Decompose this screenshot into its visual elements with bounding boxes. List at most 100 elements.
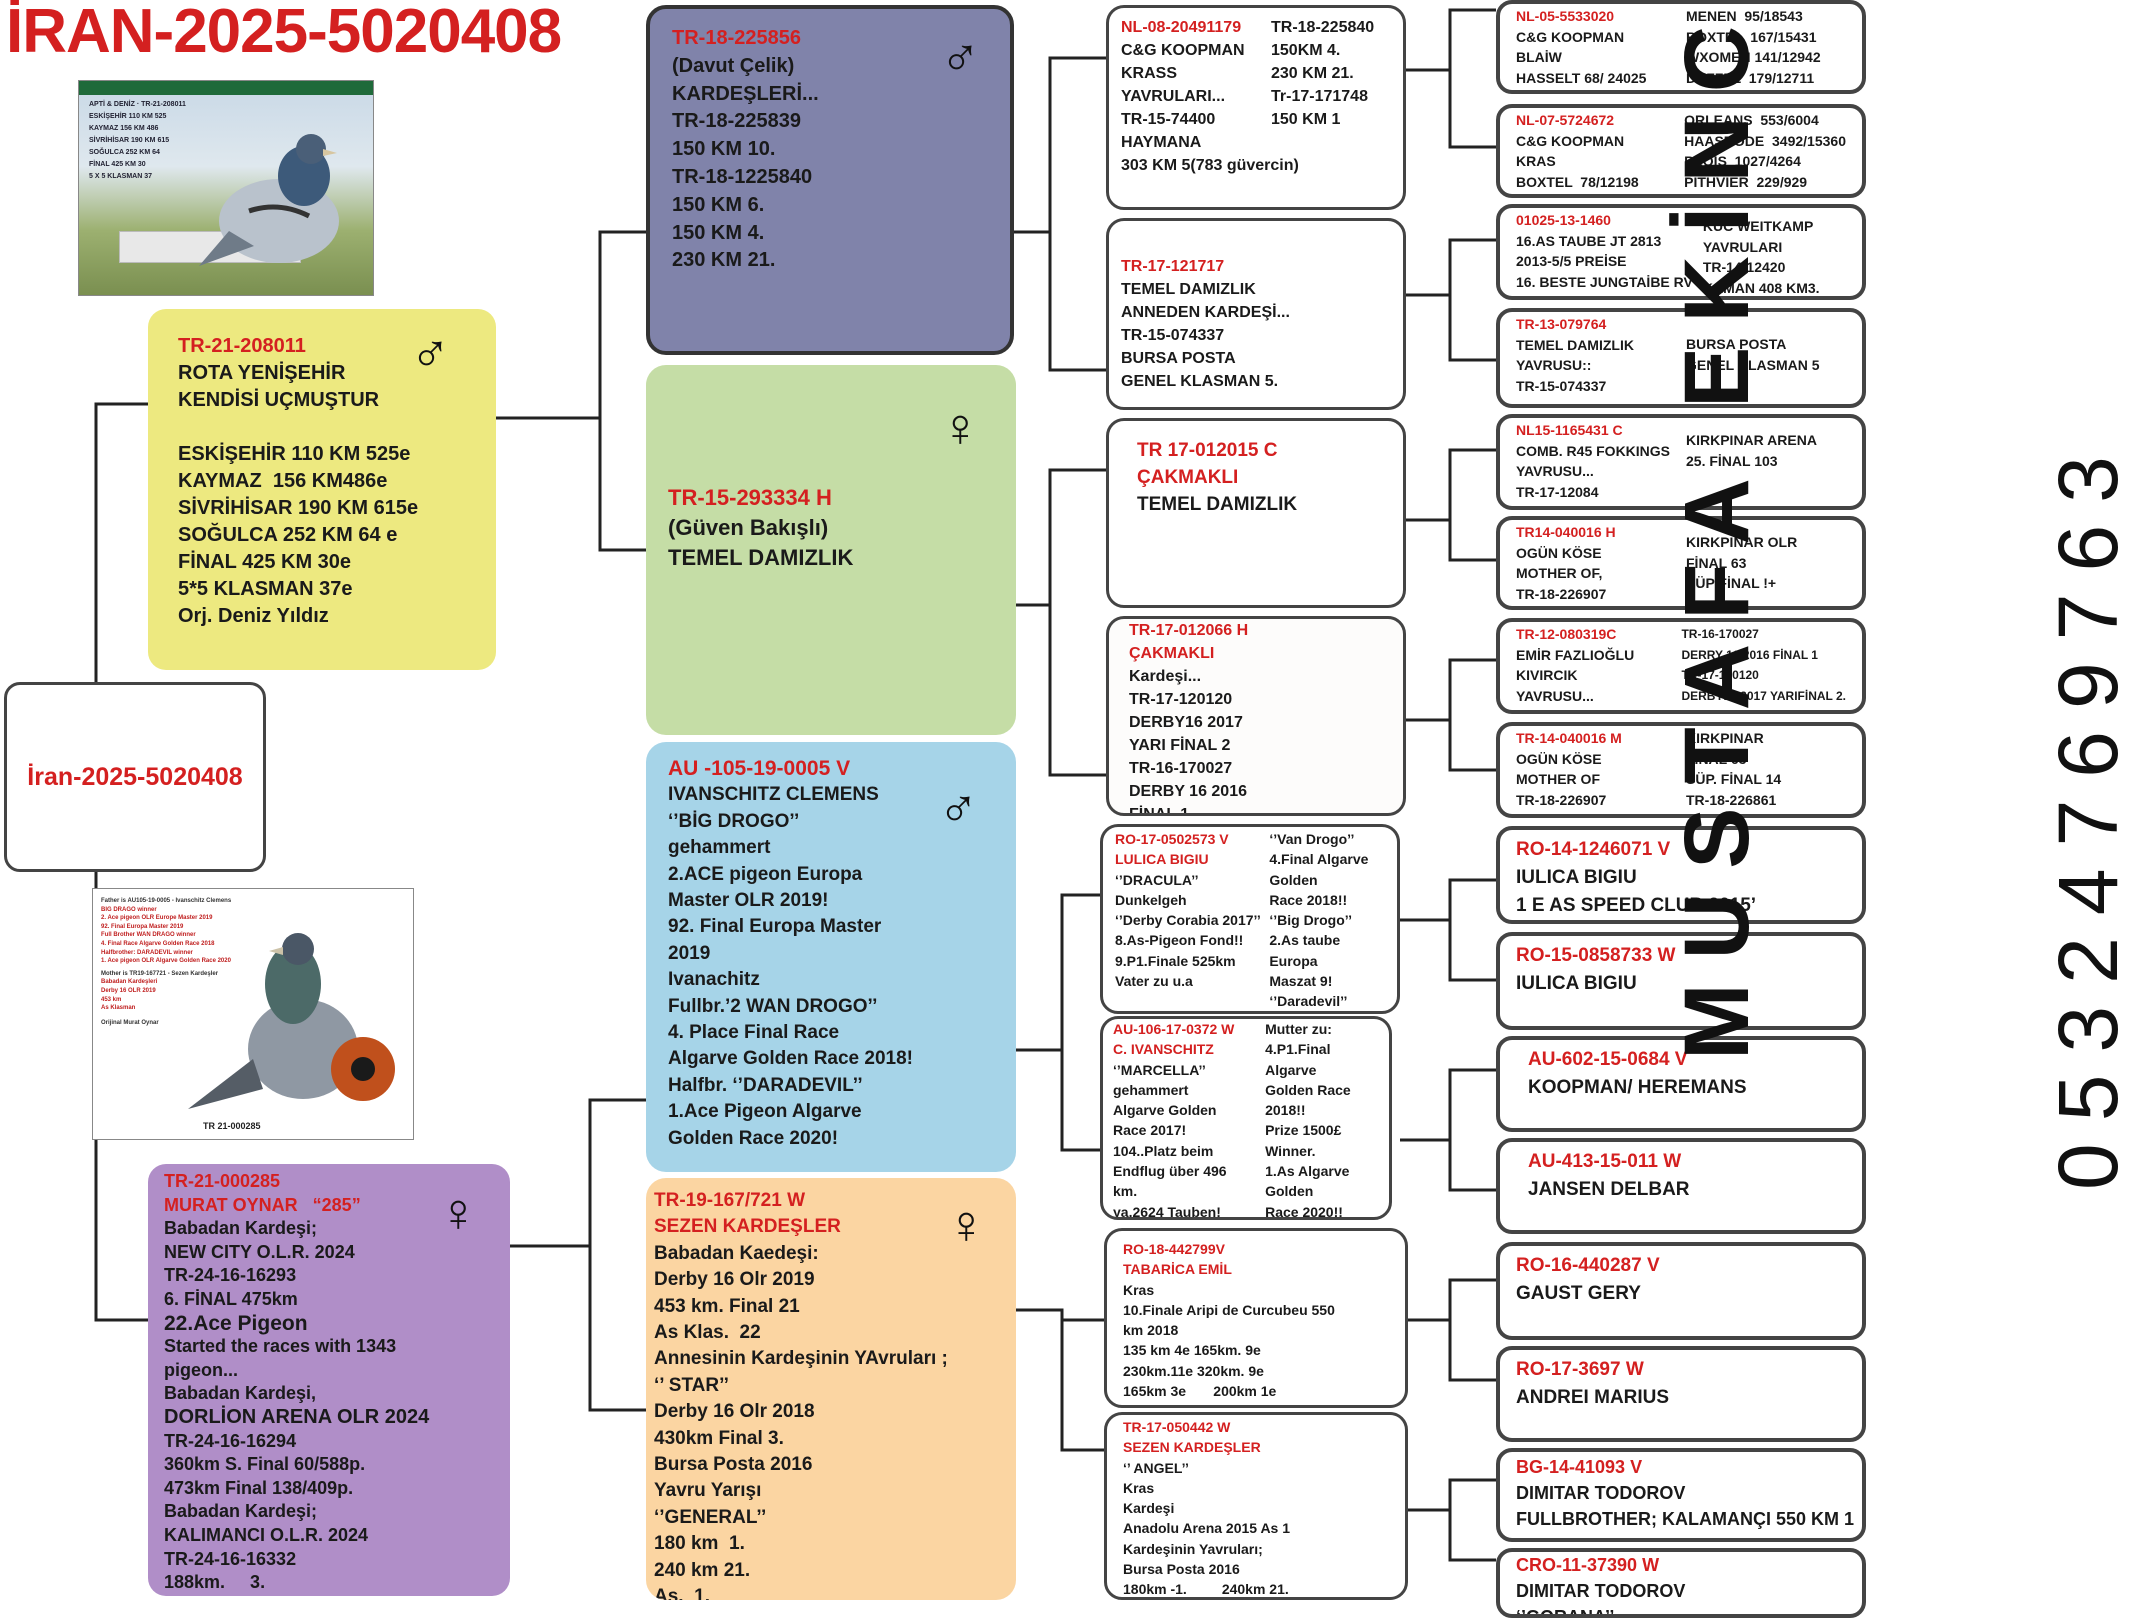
ds-line: IVANSCHITZ CLEMENS	[668, 784, 879, 806]
g4-dds-card[interactable]: RO-18-442799V TABARİCA EMİL Kras 10.Fina…	[1104, 1228, 1408, 1408]
g5-line: 16.AS TAUBE JT 2813	[1516, 232, 1662, 249]
g4-line: 165km 3e 200km 1e	[1123, 1383, 1277, 1400]
g4-line: 230km.11e 320km. 9e	[1123, 1362, 1264, 1379]
sire-line: FİNAL 425 KM 30e	[178, 551, 352, 573]
g5-card[interactable]: AU-413-15-011 W JANSEN DELBAR	[1496, 1138, 1866, 1234]
photo1-line: APTİ & DENİZ · TR-21-208011	[89, 101, 186, 108]
g5-card[interactable]: AU-602-15-0684 V KOOPMAN/ HEREMANS	[1496, 1036, 1866, 1132]
ds-line: 4. Place Final Race	[668, 1022, 840, 1044]
g4-line: km 2018	[1123, 1322, 1179, 1339]
g4-line: 2018!!	[1265, 1102, 1306, 1119]
dam-ace: 22.Ace Pigeon	[164, 1311, 308, 1335]
sire-dam-card[interactable]: TR-15-293334 H (Güven Bakışlı) TEMEL DAM…	[646, 365, 1016, 735]
sire-line	[178, 414, 466, 441]
g5-line: FİNAL 63	[1686, 750, 1747, 767]
g4-ring2: ÇAKMAKLI	[1137, 467, 1239, 488]
dam-sire-card[interactable]: AU -105-19-0005 V IVANSCHITZ CLEMENS ‘’B…	[646, 742, 1016, 1172]
g4-line: 1.As Algarve	[1265, 1163, 1350, 1180]
g4-sds-card[interactable]: TR 17-012015 C ÇAKMAKLI TEMEL DAMIZLIK	[1106, 418, 1406, 608]
ds-ring: AU -105-19-0005 V	[668, 757, 851, 780]
g5-card[interactable]: TR-14-040016 M OGÜN KÖSE MOTHER OF TR-18…	[1496, 722, 1866, 818]
g5-card[interactable]: RO-17-3697 W ANDREI MARIUS	[1496, 1346, 1866, 1442]
g4-line: 150 KM 1	[1271, 111, 1341, 128]
g4-ssd-card[interactable]: TR-17-121717 TEMEL DAMIZLIK ANNEDEN KARD…	[1106, 218, 1406, 410]
breeder-phone: 05324769763	[2041, 434, 2134, 1190]
g4-line: ‘’DRACULA’’	[1115, 871, 1199, 888]
g5-line: TR-14-12420	[1702, 259, 1786, 275]
g5-card[interactable]: 01025-13-1460 16.AS TAUBE JT 2813 2013-5…	[1496, 204, 1866, 300]
g5-card[interactable]: NL-07-5724672 C&G KOOPMAN KRAS BOXTEL 78…	[1496, 104, 1866, 198]
g5-card[interactable]: TR-13-079764 TEMEL DAMIZLIK YAVRUSU:: TR…	[1496, 308, 1866, 408]
g4-line: 4.P1.Final	[1265, 1041, 1331, 1058]
sire-line: SOĞULCA 252 KM 64 e	[178, 524, 398, 546]
g5-line: DIMITAR TODOROV	[1516, 1483, 1686, 1503]
g4-sss-card[interactable]: NL-08-20491179 C&G KOOPMAN KRASS YAVRULA…	[1106, 5, 1406, 210]
dd-line: As Klas. 22	[654, 1322, 761, 1344]
g4-line: Algarve	[1265, 1061, 1317, 1078]
g5-ring: RO-14-1246071 V	[1516, 839, 1671, 860]
g5-ring: AU-602-15-0684 V	[1528, 1049, 1688, 1070]
g5-card[interactable]: RO-15-0858733 W IULICA BIGIU	[1496, 932, 1866, 1030]
g5-line: HAASRODE 3492/15360	[1684, 132, 1846, 149]
g5-line: IULICA BIGIU	[1516, 867, 1637, 888]
sd-line: TEMEL DAMIZLIK	[668, 545, 854, 570]
g5-ring: 01025-13-1460	[1516, 212, 1611, 228]
sire-card[interactable]: TR-21-208011 ROTA YENİŞEHİR KENDİSİ UÇMU…	[148, 309, 496, 670]
g4-line: gehammert	[1113, 1081, 1189, 1098]
g5-card[interactable]: CRO-11-37390 W DIMITAR TODOROV ‘’GORANA’…	[1496, 1548, 1866, 1618]
g5-line: BURSA POSTA	[1686, 336, 1787, 352]
g5-line: TR-18-226907	[1516, 791, 1607, 808]
g5-line: 2013-5/5 PREİSE	[1516, 253, 1627, 269]
sire-sire-card[interactable]: TR-18-225856 (Davut Çelik) KARDEŞLERİ...…	[646, 5, 1014, 355]
g4-ring: TR-17-050442 W	[1123, 1419, 1231, 1435]
g5-card[interactable]: TR14-040016 H OGÜN KÖSE MOTHER OF, TR-18…	[1496, 516, 1866, 610]
subject-card[interactable]: İran-2025-5020408	[4, 682, 266, 872]
g5-card[interactable]: TR-12-080319C EMİR FAZLIOĞLU KIVIRCIK YA…	[1496, 618, 1866, 714]
dam-line: Started the races with 1343	[164, 1336, 397, 1357]
ds-line: Halfbr. ‘’DARADEVIL’’	[668, 1074, 863, 1096]
g5-line: KAMAN 408 KM3.	[1702, 279, 1820, 296]
g4-dsd-card[interactable]: AU-106-17-0372 W C. IVANSCHITZ ‘’MARCELL…	[1100, 1016, 1392, 1220]
g4-sdd-card[interactable]: TR-17-012066 H ÇAKMAKLI Kardeşi... TR-17…	[1106, 616, 1406, 816]
sire-line: 5*5 KLASMAN 37e	[178, 578, 353, 600]
g4-name: SEZEN KARDEŞLER	[1123, 1439, 1261, 1456]
g4-dss-card[interactable]: RO-17-0502573 V LULICA BIGIU ‘’DRACULA’’…	[1100, 824, 1400, 1014]
photo1-line: SOĞULCA 252 KM 64	[89, 149, 160, 156]
g4-ring: TR 17-012015 C	[1137, 440, 1278, 461]
g5-ring: CRO-11-37390 W	[1516, 1555, 1660, 1575]
g5-line: ANDREI MARIUS	[1516, 1387, 1670, 1408]
g5-line: OGÜN KÖSE	[1516, 750, 1602, 767]
g5-card[interactable]: NL15-1165431 C COMB. R45 FOKKINGS YAVRUS…	[1496, 414, 1866, 510]
g5-ring: TR-14-040016 M	[1516, 730, 1622, 746]
dam-card[interactable]: TR-21-000285 MURAT OYNAR “285” Babadan K…	[148, 1164, 510, 1596]
photo2-line: Babadan Kardeşleri	[101, 979, 158, 986]
g4-ddd-card[interactable]: TR-17-050442 W SEZEN KARDEŞLER ‘’ ANGEL’…	[1104, 1412, 1408, 1600]
male-icon: ♂	[940, 28, 981, 88]
g5-card[interactable]: NL-05-5533020 C&G KOOPMAN BLAİW HASSELT …	[1496, 0, 1866, 94]
g5-line: KIRKPINAR OLR	[1686, 534, 1798, 550]
g5-card[interactable]: RO-16-440287 V GAUST GERY	[1496, 1242, 1866, 1340]
g5-ring: RO-17-3697 W	[1516, 1359, 1644, 1380]
photo2-line: Mother is TR19-167721 - Sezen Kardeşler	[101, 970, 219, 977]
photo1-line: SİVRİHİSAR 190 KM 615	[89, 137, 170, 144]
dd-line: Derby 16 Olr 2018	[654, 1401, 815, 1423]
g5-line: 16. BESTE JUNGTAİBE RV	[1516, 273, 1693, 290]
g5-card[interactable]: BG-14-41093 V DIMITAR TODOROV FULLBROTHE…	[1496, 1448, 1866, 1542]
ds-line: Algarve Golden Race 2018!	[668, 1048, 913, 1070]
sire-line: ESKİŞEHİR 110 KM 525e	[178, 443, 411, 465]
dd-line: ‘’ STAR’’	[654, 1374, 729, 1396]
g4-line: DERBY16 2017	[1129, 714, 1243, 731]
g4-line: FİNAL 1.	[1129, 806, 1194, 816]
g4-line: TR-18-225840	[1271, 19, 1375, 36]
g5-line: DUFFEL 179/12711	[1686, 69, 1815, 86]
dam-line: 6. FİNAL 475km	[164, 1288, 298, 1309]
g5-line: DIMITAR TODOROV	[1516, 1581, 1686, 1601]
dam-dam-card[interactable]: TR-19-167/721 W SEZEN KARDEŞLER Babadan …	[646, 1178, 1016, 1600]
g5-line: FULLBROTHER; KALAMANÇI 550 KM 1	[1516, 1509, 1855, 1529]
g4-line: Kardeşi...	[1129, 668, 1202, 685]
g5-card[interactable]: RO-14-1246071 V IULICA BIGIU 1 E AS SPEE…	[1496, 826, 1866, 924]
g4-line: DERBY 16 2016	[1129, 783, 1247, 800]
dam-line: 188km. 3.	[164, 1572, 266, 1593]
g5-line: IULICA BIGIU	[1516, 973, 1637, 994]
g4-line: Kardeşi	[1123, 1500, 1175, 1517]
